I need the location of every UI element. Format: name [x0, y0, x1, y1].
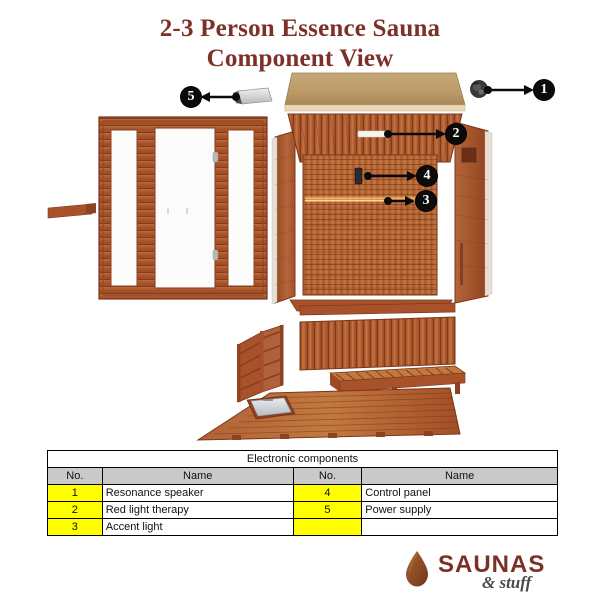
header-no-right: No.	[292, 467, 363, 485]
cell-name-1: Resonance speaker	[101, 484, 294, 502]
table-header-row: No. Name No. Name	[47, 467, 558, 485]
roof-panel	[284, 72, 466, 112]
header-no-left: No.	[47, 467, 103, 485]
ceiling-panel	[287, 113, 463, 163]
cell-no-3: 3	[47, 518, 103, 536]
cell-no-empty	[292, 518, 363, 536]
cell-name-3: Accent light	[101, 518, 294, 536]
speaker-unit	[470, 80, 488, 98]
bench-seat	[328, 365, 467, 402]
heater-tray	[246, 395, 296, 420]
cell-name-empty	[361, 518, 558, 536]
left-side-wall	[271, 130, 296, 305]
table-row: 3 Accent light	[47, 518, 558, 536]
logo-tagline-text: & stuff	[482, 573, 532, 592]
table-caption-row: Electronic components	[47, 450, 558, 468]
callout-marker-2[interactable]: 2	[446, 124, 466, 144]
red-light-therapy-part	[357, 130, 387, 138]
cell-no-2: 2	[47, 501, 103, 519]
bench-backrest	[237, 324, 284, 403]
bench-top-strip	[299, 302, 456, 316]
page-title-line2: Component View	[206, 45, 394, 72]
front-door-wall	[98, 116, 268, 300]
cell-name-2: Red light therapy	[101, 501, 294, 519]
callout-marker-1[interactable]: 1	[534, 80, 554, 100]
callout-marker-4[interactable]: 4	[417, 166, 437, 186]
cell-name-5: Power supply	[361, 501, 558, 519]
page-title: 2-3 Person Essence Sauna Component View	[0, 14, 600, 74]
trim-strip	[47, 203, 96, 219]
table-caption: Electronic components	[47, 450, 558, 468]
page-title-line1: 2-3 Person Essence Sauna	[159, 15, 441, 42]
callout-leaders	[200, 85, 534, 206]
right-side-wall	[454, 121, 493, 304]
table-row: 2 Red light therapy 5 Power supply	[47, 501, 558, 519]
exploded-view-illustration: 1 2 3 4 5	[47, 72, 554, 441]
callout-marker-3[interactable]: 3	[416, 191, 436, 211]
cell-no-1: 1	[47, 484, 103, 502]
table-row: 1 Resonance speaker 4 Control panel	[47, 484, 558, 502]
control-panel-part	[354, 167, 363, 185]
cell-name-4: Control panel	[361, 484, 558, 502]
header-name-right: Name	[361, 467, 558, 485]
cell-no-4: 4	[292, 484, 363, 502]
brand-logo: SAUNAS & stuff	[404, 549, 589, 595]
water-drop-icon	[406, 551, 428, 587]
logo-brand-text: SAUNAS	[438, 551, 546, 578]
header-name-left: Name	[101, 467, 294, 485]
electronic-components-table: Electronic components No. Name No. Name …	[47, 450, 558, 536]
sauna-parts-svg	[47, 72, 534, 441]
cell-no-5: 5	[292, 501, 363, 519]
bench-front-panel	[299, 316, 456, 371]
accent-light-part	[305, 196, 435, 201]
callout-marker-5[interactable]: 5	[181, 87, 201, 107]
